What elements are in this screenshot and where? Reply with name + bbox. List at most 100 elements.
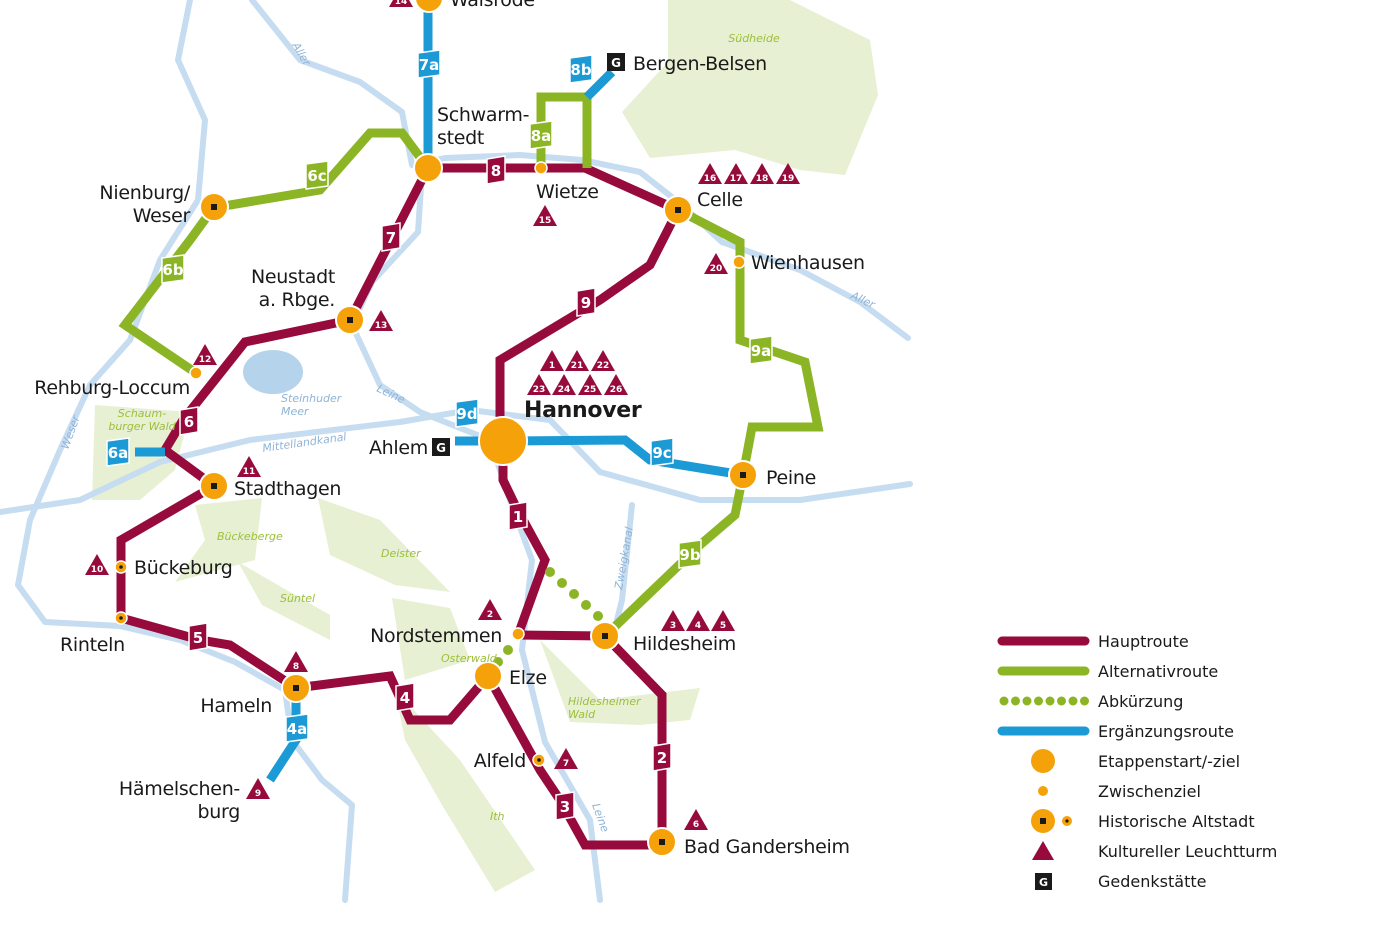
hauptroute-line [116,482,217,618]
landmark-number: 6 [693,820,699,830]
stations [114,0,758,857]
stage-number: 7a [419,56,440,74]
landmark-number: 17 [730,174,743,184]
place-label-haemelschenburg-line: Hämelschen- [119,778,240,800]
stage-number: 6a [108,444,129,462]
stage-badge-8a [529,120,553,150]
legend-dot-icon [1011,696,1020,706]
stage-badge-3 [555,791,575,821]
place-label-ahlem: Ahlem [369,437,428,459]
place-label-bueckeburg: Bückeburg [134,557,232,579]
memorial-symbol: G [611,56,621,70]
legend-label: Alternativroute [1098,662,1218,681]
historic-old-town-icon [602,633,608,639]
abkuerzung-dot [545,567,555,577]
legend-stage-circle-icon [1031,749,1055,773]
stage-badge-2 [652,742,672,772]
water-label-zweigkanal-line: Zweigkanal [612,526,636,592]
legend-dot-icon [1057,696,1066,706]
stage-number: 9c [652,444,671,462]
cultural-landmark-icon [389,0,413,7]
legend-item: Alternativroute [997,662,1218,681]
historic-old-town-icon [119,565,123,569]
cultural-landmark-icon [284,651,308,672]
stage-number: 9b [679,546,700,564]
landmark-number: 16 [704,174,717,184]
place-label-celle: Celle [697,189,743,211]
forest-area [175,498,262,582]
landmark-number: 1 [549,361,555,371]
landmark-number: 23 [533,385,546,395]
place-label-hameln-line: Hameln [200,695,272,717]
place-label-bad_gandersheim: Bad Gandersheim [684,836,850,858]
stage-number: 7 [386,229,396,247]
stage-number: 8b [570,61,591,79]
hauptroute-line [601,632,667,845]
cultural-landmark-icon [527,374,551,395]
landmark-number: 3 [670,621,676,631]
landmark-number: 10 [91,565,104,575]
place-label-elze: Elze [509,667,547,689]
stage-number: 4a [287,720,308,738]
place-label-neustadt-line: Neustadt [251,266,335,288]
aller-river [249,0,911,341]
place-label-schwarmstedt-line: stedt [437,127,484,149]
nature-label-osterwald: Osterwald [441,652,498,665]
place-label-celle-line: Celle [697,189,743,211]
stage-badge-9b [678,539,702,569]
stage-badge-8 [486,155,506,185]
stage-badge-6b [161,254,185,284]
historic-old-town-icon [659,839,665,845]
abkuerzung-dot [569,589,579,599]
water-label-steinhuder_meer-line: Meer [281,405,310,418]
stage-number: 9 [581,294,591,312]
landmark-number: 2 [487,610,493,620]
stage-badge-9c [650,437,674,467]
nature-label-ith: Ith [490,810,505,823]
nature-label-deister: Deister [381,547,422,560]
place-label-ahlem-line: Ahlem [369,437,428,459]
cultural-landmark-icon [540,350,564,371]
place-label-hannover-line: Hannover [524,398,642,423]
stage-badge-4a [285,713,309,743]
legend-old-town-small-dot [1065,819,1069,823]
legend-label: Ergänzungsroute [1098,722,1234,741]
place-label-hildesheim-line: Hildesheim [633,633,736,655]
memorial-icon-ahlem [432,438,450,456]
place-label-stadthagen-line: Stadthagen [234,478,341,500]
water-label-steinhuder_meer-line: Steinhuder [281,392,343,405]
stage-number: 6c [307,167,326,185]
landmark-number: 20 [710,264,723,274]
legend-dot-icon [999,696,1009,706]
place-label-alfeld: Alfeld [474,750,526,772]
legend-label: Abkürzung [1098,692,1183,711]
stage-number: 8a [531,127,552,145]
nature-label-osterwald-line: Osterwald [441,652,498,665]
legend-item: Kultureller Leuchtturm [1032,841,1277,861]
landmark-number: 18 [756,174,769,184]
landmark-number: 15 [539,216,552,226]
cultural-landmark-icon [554,748,578,769]
station-major-hub [478,416,528,466]
landmark-number: 9 [255,789,261,799]
historic-old-town-icon [537,758,541,762]
legend-item: Etappenstart/-ziel [1031,749,1240,773]
landmark-number: 22 [597,361,610,371]
place-label-elze-line: Elze [509,667,547,689]
abkuerzung-dot [557,578,567,588]
stage-badge-9a [749,335,773,365]
steinhuder-meer-lake [243,350,303,394]
landmark-number: 11 [243,467,256,477]
stage-badge-6c [305,160,329,190]
forest-area [238,562,330,640]
water-label-aller_e: Aller [848,289,878,312]
water-label-leine_n: Leine [375,382,408,406]
nature-label-suedheide-line: Südheide [728,32,780,45]
cultural-landmark-icon [604,374,628,395]
place-label-rinteln-line: Rinteln [60,634,125,656]
stage-badge-6a [106,437,130,467]
place-label-wienhausen: Wienhausen [751,252,865,274]
